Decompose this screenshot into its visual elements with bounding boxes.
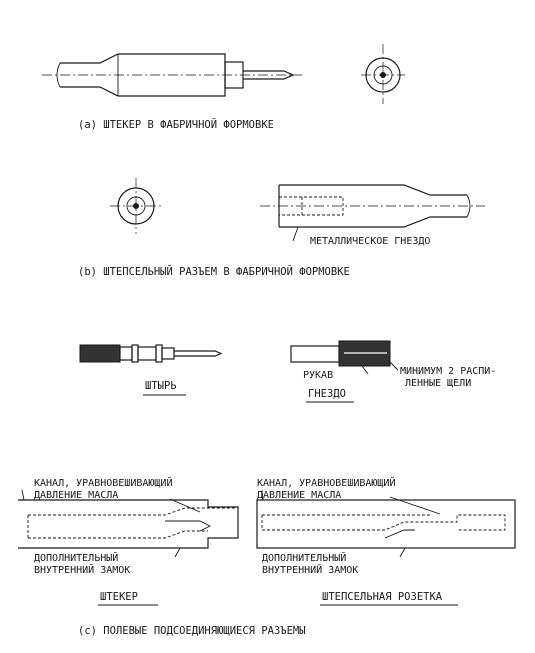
molded-receptacle-side-view — [260, 184, 485, 242]
caption-c: (c) ПОЛЕВЫЕ ПОДСОЕДИНЯЮЩИЕСЯ РАЗЪЕМЫ — [78, 625, 306, 637]
caption-a: (a) ШТЕКЕР В ФАБРИЧНОЙ ФОРМОВКЕ — [78, 118, 274, 131]
slits-label-line1: МИНИМУМ 2 РАСПИ- — [400, 366, 496, 377]
pin-label: ШТЫРЬ — [145, 380, 177, 392]
plug-extra-lock-line2: ВНУТРЕННИЙ ЗАМОК — [34, 563, 130, 576]
molded-receptacle-end-view — [110, 178, 162, 234]
molded-plug-side-view — [42, 53, 302, 97]
receptacle-extra-lock-line1: ДОПОЛНИТЕЛЬНЫЙ — [262, 551, 346, 564]
pin-contact — [79, 344, 223, 363]
plug-label: ШТЕКЕР — [100, 591, 138, 603]
slits-label-line2: ЛЕННЫЕ ЩЕЛИ — [405, 378, 471, 389]
receptacle-oil-channel-line2: ДАВЛЕНИЕ МАСЛА — [257, 490, 341, 501]
caption-b: (b) ШТЕПСЕЛЬНЫЙ РАЗЪЕМ В ФАБРИЧНОЙ ФОРМО… — [78, 265, 350, 278]
plug-extra-lock-line1: ДОПОЛНИТЕЛЬНЫЙ — [34, 551, 118, 564]
receptacle-extra-lock-line2: ВНУТРЕННИЙ ЗАМОК — [262, 563, 358, 576]
plug-oil-channel-line1: КАНАЛ, УРАВНОВЕШИВАЮЩИЙ — [34, 476, 172, 489]
sleeve-label: РУКАВ — [303, 370, 333, 381]
metal-socket-label: МЕТАЛЛИЧЕСКОЕ ГНЕЗДО — [310, 236, 430, 247]
receptacle-label: ШТЕПСЕЛЬНАЯ РОЗЕТКА — [322, 591, 443, 603]
socket-label: ГНЕЗДО — [308, 388, 346, 400]
socket-contact — [290, 340, 399, 375]
plug-oil-channel-line2: ДАВЛЕНИЕ МАСЛА — [34, 490, 118, 501]
receptacle-oil-channel-line1: КАНАЛ, УРАВНОВЕШИВАЮЩИЙ — [257, 476, 395, 489]
molded-plug-end-view — [361, 44, 405, 104]
field-receptacle — [256, 489, 516, 558]
field-plug — [18, 489, 239, 558]
